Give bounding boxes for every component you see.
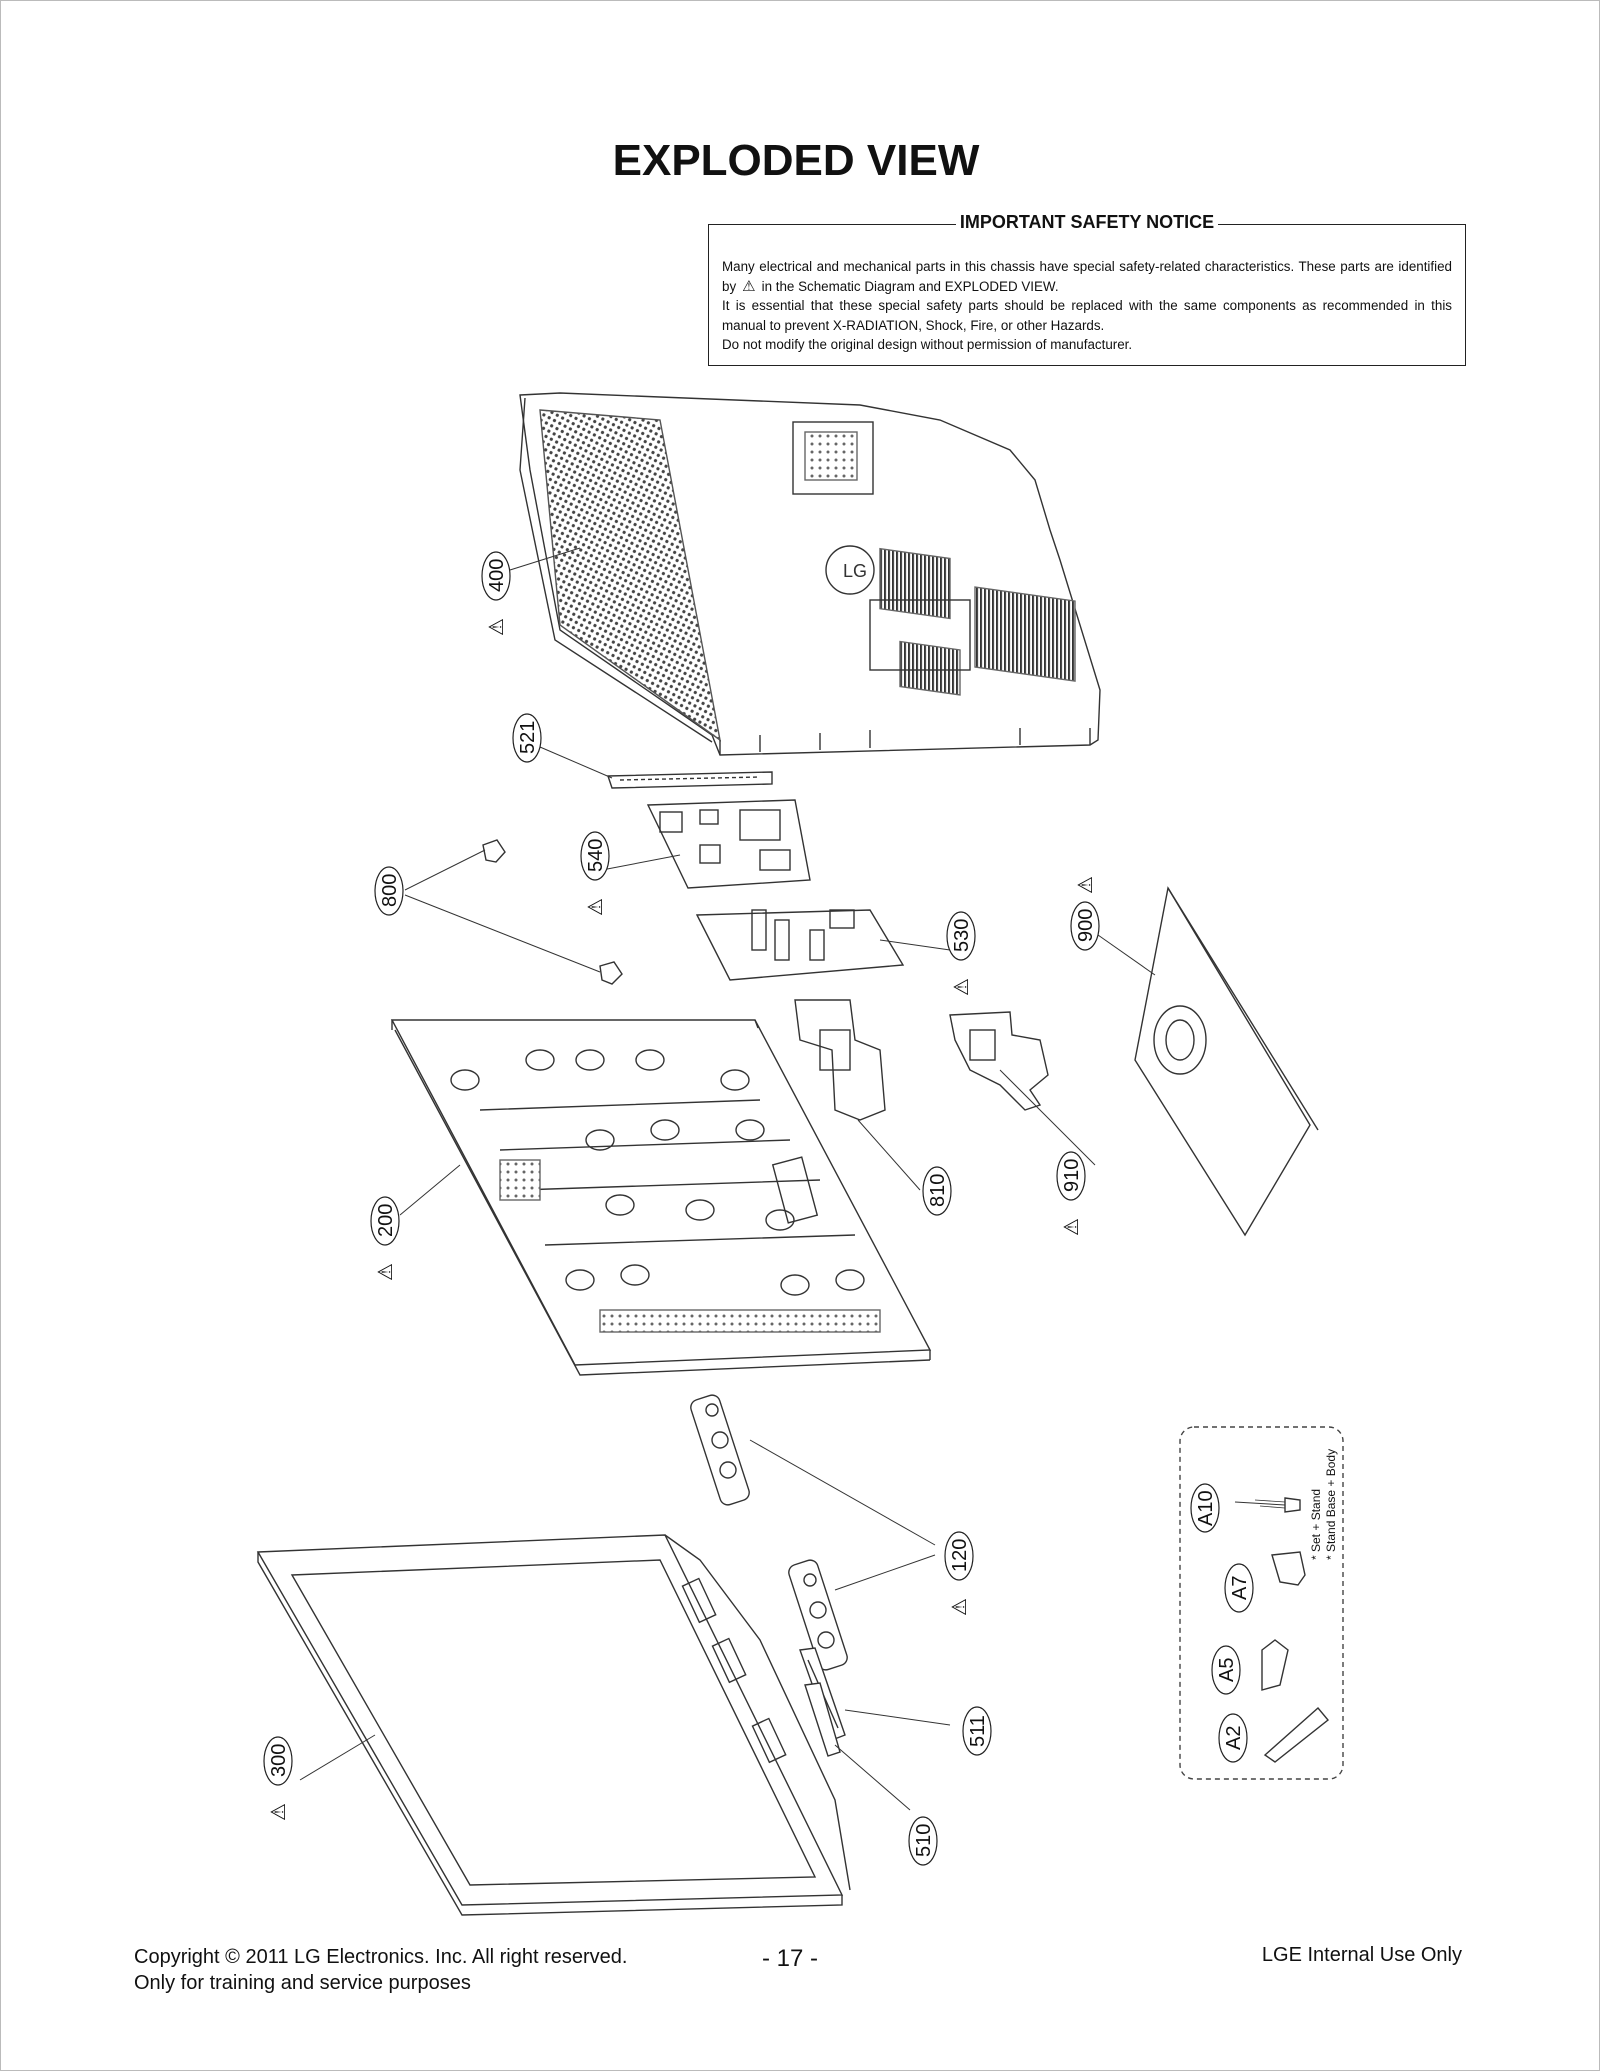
safety-notice-body: Many electrical and mechanical parts in … [722, 257, 1452, 355]
safety-notice-title: IMPORTANT SAFETY NOTICE [709, 212, 1465, 233]
label-a2: A2 [1218, 1713, 1248, 1763]
notice-line1-tail: in the Schematic Diagram and EXPLODED VI… [761, 278, 1059, 294]
label-120: 120 ⚠ [944, 1531, 974, 1616]
safety-triangle-icon: ⚠ [486, 618, 508, 636]
notice-line3: Do not modify the original design withou… [722, 337, 1133, 352]
label-521: 521 [512, 713, 542, 763]
label-a5: A5 [1211, 1645, 1241, 1695]
label-540: 540 ⚠ [580, 831, 610, 916]
label-800: 800 [374, 866, 404, 916]
svg-text:540: 540 [585, 839, 607, 872]
inset-note-set-stand: * Set + Stand [1309, 1489, 1323, 1560]
svg-text:400: 400 [486, 559, 508, 592]
svg-text:900: 900 [1075, 909, 1097, 942]
svg-text:⚠: ⚠ [375, 1263, 397, 1281]
label-810: 810 [922, 1166, 952, 1216]
svg-text:LG: LG [843, 561, 867, 581]
svg-text:200: 200 [375, 1204, 397, 1237]
warning-triangle-icon: ⚠ [742, 277, 756, 295]
main-board-540 [601, 799, 811, 889]
label-400: 400 ⚠ [481, 551, 511, 636]
control-key-510 [804, 1682, 911, 1811]
svg-text:⚠: ⚠ [268, 1803, 290, 1821]
svg-text:910: 910 [1061, 1159, 1083, 1192]
svg-text:530: 530 [951, 919, 973, 952]
label-530: 530 ⚠ [946, 911, 976, 996]
label-300: 300 ⚠ [263, 1736, 293, 1821]
svg-text:⚠: ⚠ [585, 898, 607, 916]
svg-text:120: 120 [949, 1539, 971, 1572]
bracket-521 [539, 746, 773, 789]
inset-note-stand-base: * Stand Base + Body [1324, 1449, 1338, 1560]
label-a10: A10 [1190, 1483, 1220, 1533]
svg-text:510: 510 [913, 1824, 935, 1857]
svg-text:810: 810 [927, 1174, 949, 1207]
svg-text:A7: A7 [1229, 1576, 1251, 1600]
svg-text:511: 511 [967, 1715, 989, 1747]
stand-900 [1097, 886, 1319, 1237]
svg-text:A5: A5 [1216, 1658, 1238, 1682]
clips-800 [404, 839, 623, 985]
svg-text:521: 521 [517, 721, 539, 754]
speakers-120 [690, 1394, 936, 1671]
svg-text:⚠: ⚠ [951, 978, 973, 996]
label-511: 511 [962, 1706, 992, 1756]
chassis-frame-200 [390, 1019, 932, 1376]
svg-text:⚠: ⚠ [1061, 1218, 1083, 1236]
internal-use-text: LGE Internal Use Only [1261, 1944, 1462, 1966]
page-title: EXPLODED VIEW [612, 136, 980, 185]
safety-notice-box: IMPORTANT SAFETY NOTICE Many electrical … [708, 212, 1466, 366]
notice-line1: Many electrical and mechanical parts in … [722, 259, 1452, 294]
label-200: 200 ⚠ [370, 1196, 400, 1281]
label-900: 900 ⚠ [1070, 876, 1100, 951]
svg-text:⚠: ⚠ [1075, 876, 1097, 894]
svg-text:A2: A2 [1223, 1726, 1245, 1750]
accessory-inset [1179, 1426, 1344, 1780]
bracket-810 [794, 999, 921, 1191]
power-board-530 [695, 909, 951, 981]
stand-bracket-910 [949, 1011, 1096, 1166]
svg-text:800: 800 [379, 874, 401, 907]
training-text: Only for training and service purposes [134, 1972, 471, 1994]
footer-copyright: Copyright © 2011 LG Electronics. Inc. Al… [134, 1944, 627, 1996]
svg-text:⚠: ⚠ [949, 1598, 971, 1616]
label-510: 510 [908, 1816, 938, 1866]
label-a7: A7 [1224, 1563, 1254, 1613]
front-bezel-300 [256, 1534, 851, 1916]
svg-text:A10: A10 [1195, 1490, 1217, 1526]
back-cover-400: LG [509, 392, 1101, 756]
svg-text:300: 300 [268, 1744, 290, 1777]
page-number: - 17 - [761, 1945, 818, 1972]
notice-line2: It is essential that these special safet… [722, 298, 1452, 333]
label-910: 910 ⚠ [1056, 1151, 1086, 1236]
copyright-text: Copyright © 2011 LG Electronics. Inc. Al… [134, 1946, 628, 1968]
